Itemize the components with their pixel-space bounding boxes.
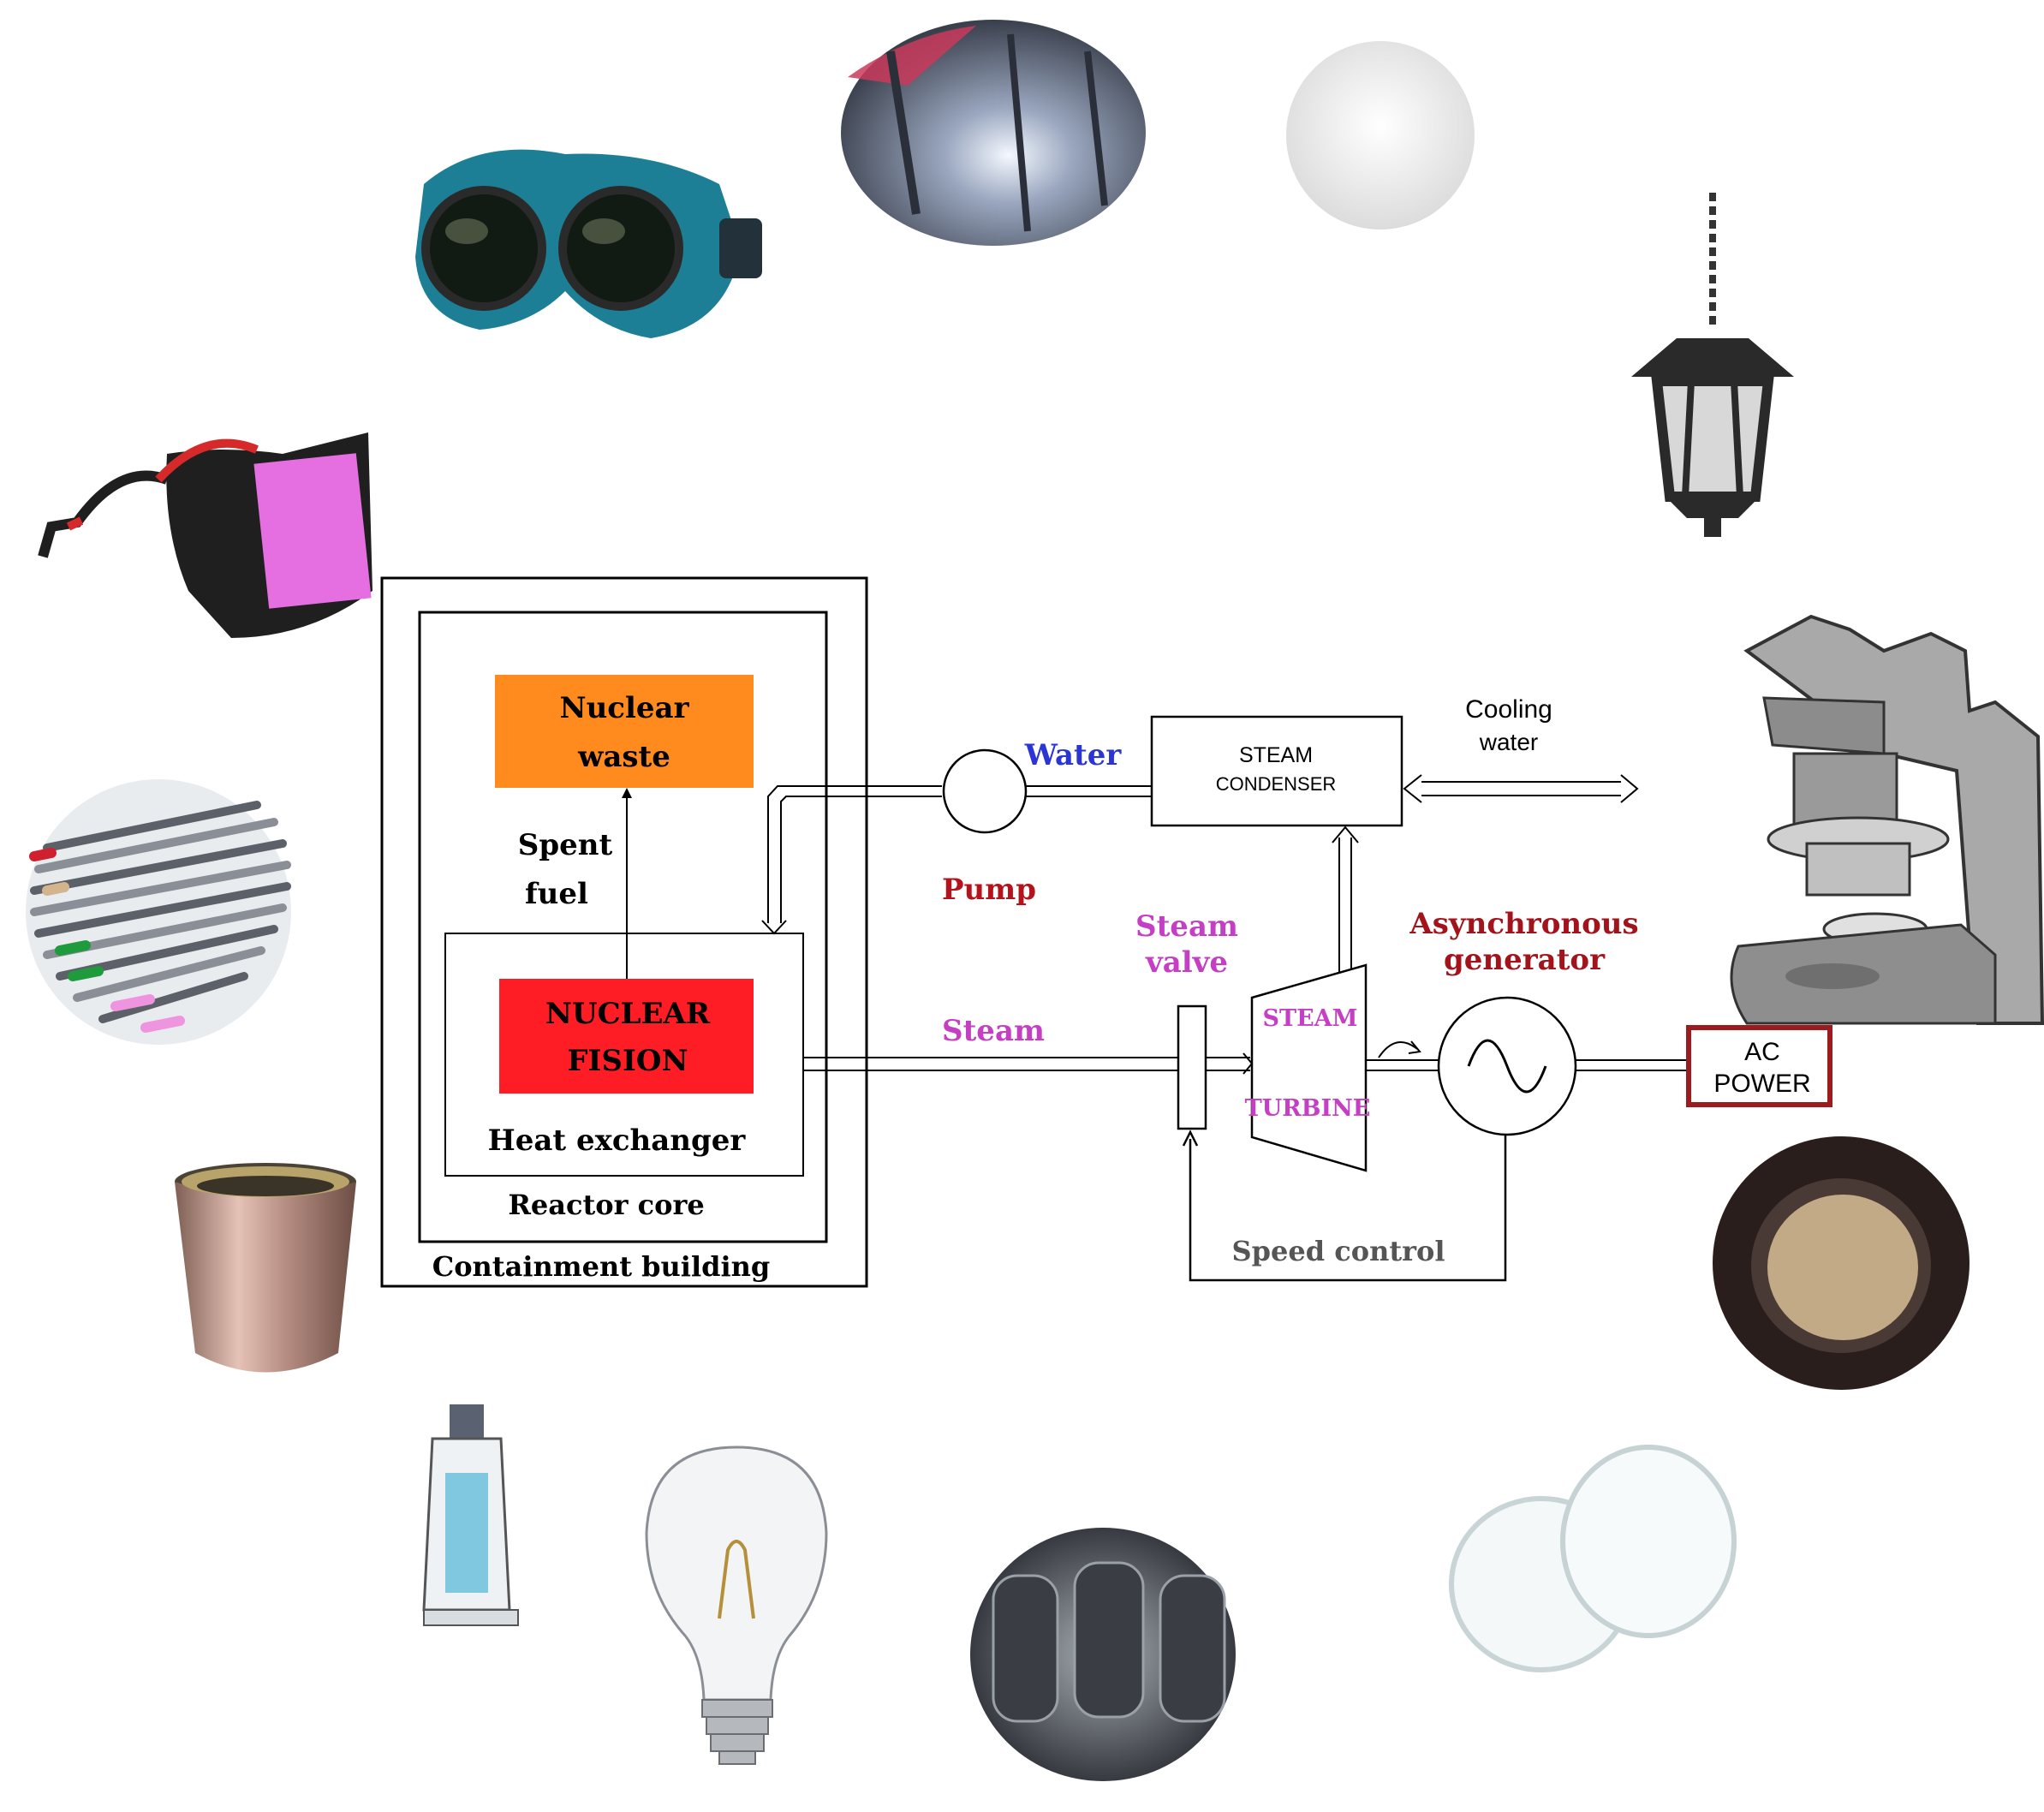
speed-control-loop (1182, 1130, 1507, 1282)
pump-label: Pump (942, 873, 1036, 907)
steam-turbine-symbol (1250, 963, 1368, 1172)
white-pellet-photo (1286, 41, 1475, 229)
auto-darkening-glasses-icon (38, 432, 372, 638)
ac-power-box (1686, 1025, 1832, 1107)
turbine-shaft (1366, 1040, 1439, 1071)
generator-line2: generator (1444, 943, 1606, 977)
nuclear-waste-line1: Nuclear (560, 691, 690, 725)
steam-valve-line2: valve (1145, 945, 1228, 980)
steam-condenser-line2: CONDENSER (1216, 773, 1337, 795)
steam-valve-line1: Steam (1135, 909, 1238, 944)
cooling-water-arrow (1403, 774, 1639, 803)
optical-lens-mount-icon (1713, 1136, 1970, 1390)
welding-arc-photo (841, 20, 1146, 246)
vacuum-tubes-photo (970, 1528, 1236, 1781)
glass-discs-icon (1449, 1445, 1737, 1672)
nuclear-fision-box (499, 979, 754, 1094)
turbine-line2: TURBINE (1245, 1095, 1371, 1122)
nuclear-waste-line2: waste (577, 740, 670, 774)
reactor-core-label: Reactor core (508, 1189, 704, 1221)
generator-line1: Asynchronous (1409, 907, 1638, 941)
steam-condenser-box (1150, 715, 1403, 827)
ac-power-line1: AC (1744, 1038, 1780, 1066)
steam-label: Steam (942, 1014, 1045, 1048)
containment-building-box (380, 576, 868, 1288)
cooling-water-line2: water (1479, 729, 1538, 755)
crucible-icon (175, 1163, 356, 1373)
metal-rods-photo (26, 779, 291, 1045)
ac-power-line2: POWER (1713, 1070, 1810, 1098)
exhaust-steam-arrow (1332, 826, 1359, 972)
heat-exchanger-box (444, 933, 804, 1177)
spent-fuel-line2: fuel (525, 877, 588, 911)
heat-exchanger-label: Heat exchanger (488, 1124, 747, 1158)
cooling-water-line1: Cooling (1465, 695, 1552, 724)
microscope-icon (1730, 614, 2044, 1025)
sine-wave-icon (1467, 1039, 1547, 1094)
turbine-line1: STEAM (1262, 1005, 1357, 1032)
light-bulb-icon (645, 1445, 828, 1765)
hanging-lantern-icon (1631, 193, 1794, 537)
water-label: Water (1024, 738, 1123, 772)
power-line (1576, 1059, 1689, 1071)
nuclear-waste-box (495, 675, 754, 788)
containment-building-label: Containment building (432, 1250, 771, 1283)
water-pipe (761, 785, 1152, 935)
welding-goggles-icon (415, 149, 762, 338)
steam-valve-symbol (1177, 1004, 1207, 1130)
spent-fuel-line1: Spent (518, 828, 613, 862)
nuclear-fision-line2: FISION (567, 1044, 688, 1078)
steam-condenser-line1: STEAM (1239, 743, 1313, 767)
nuclear-fision-line1: NUCLEAR (545, 997, 711, 1031)
ointment-tube-icon (422, 1404, 519, 1626)
reactor-core-box (418, 611, 828, 1243)
pump-symbol (942, 748, 1028, 834)
speed-control-label: Speed control (1232, 1235, 1445, 1267)
